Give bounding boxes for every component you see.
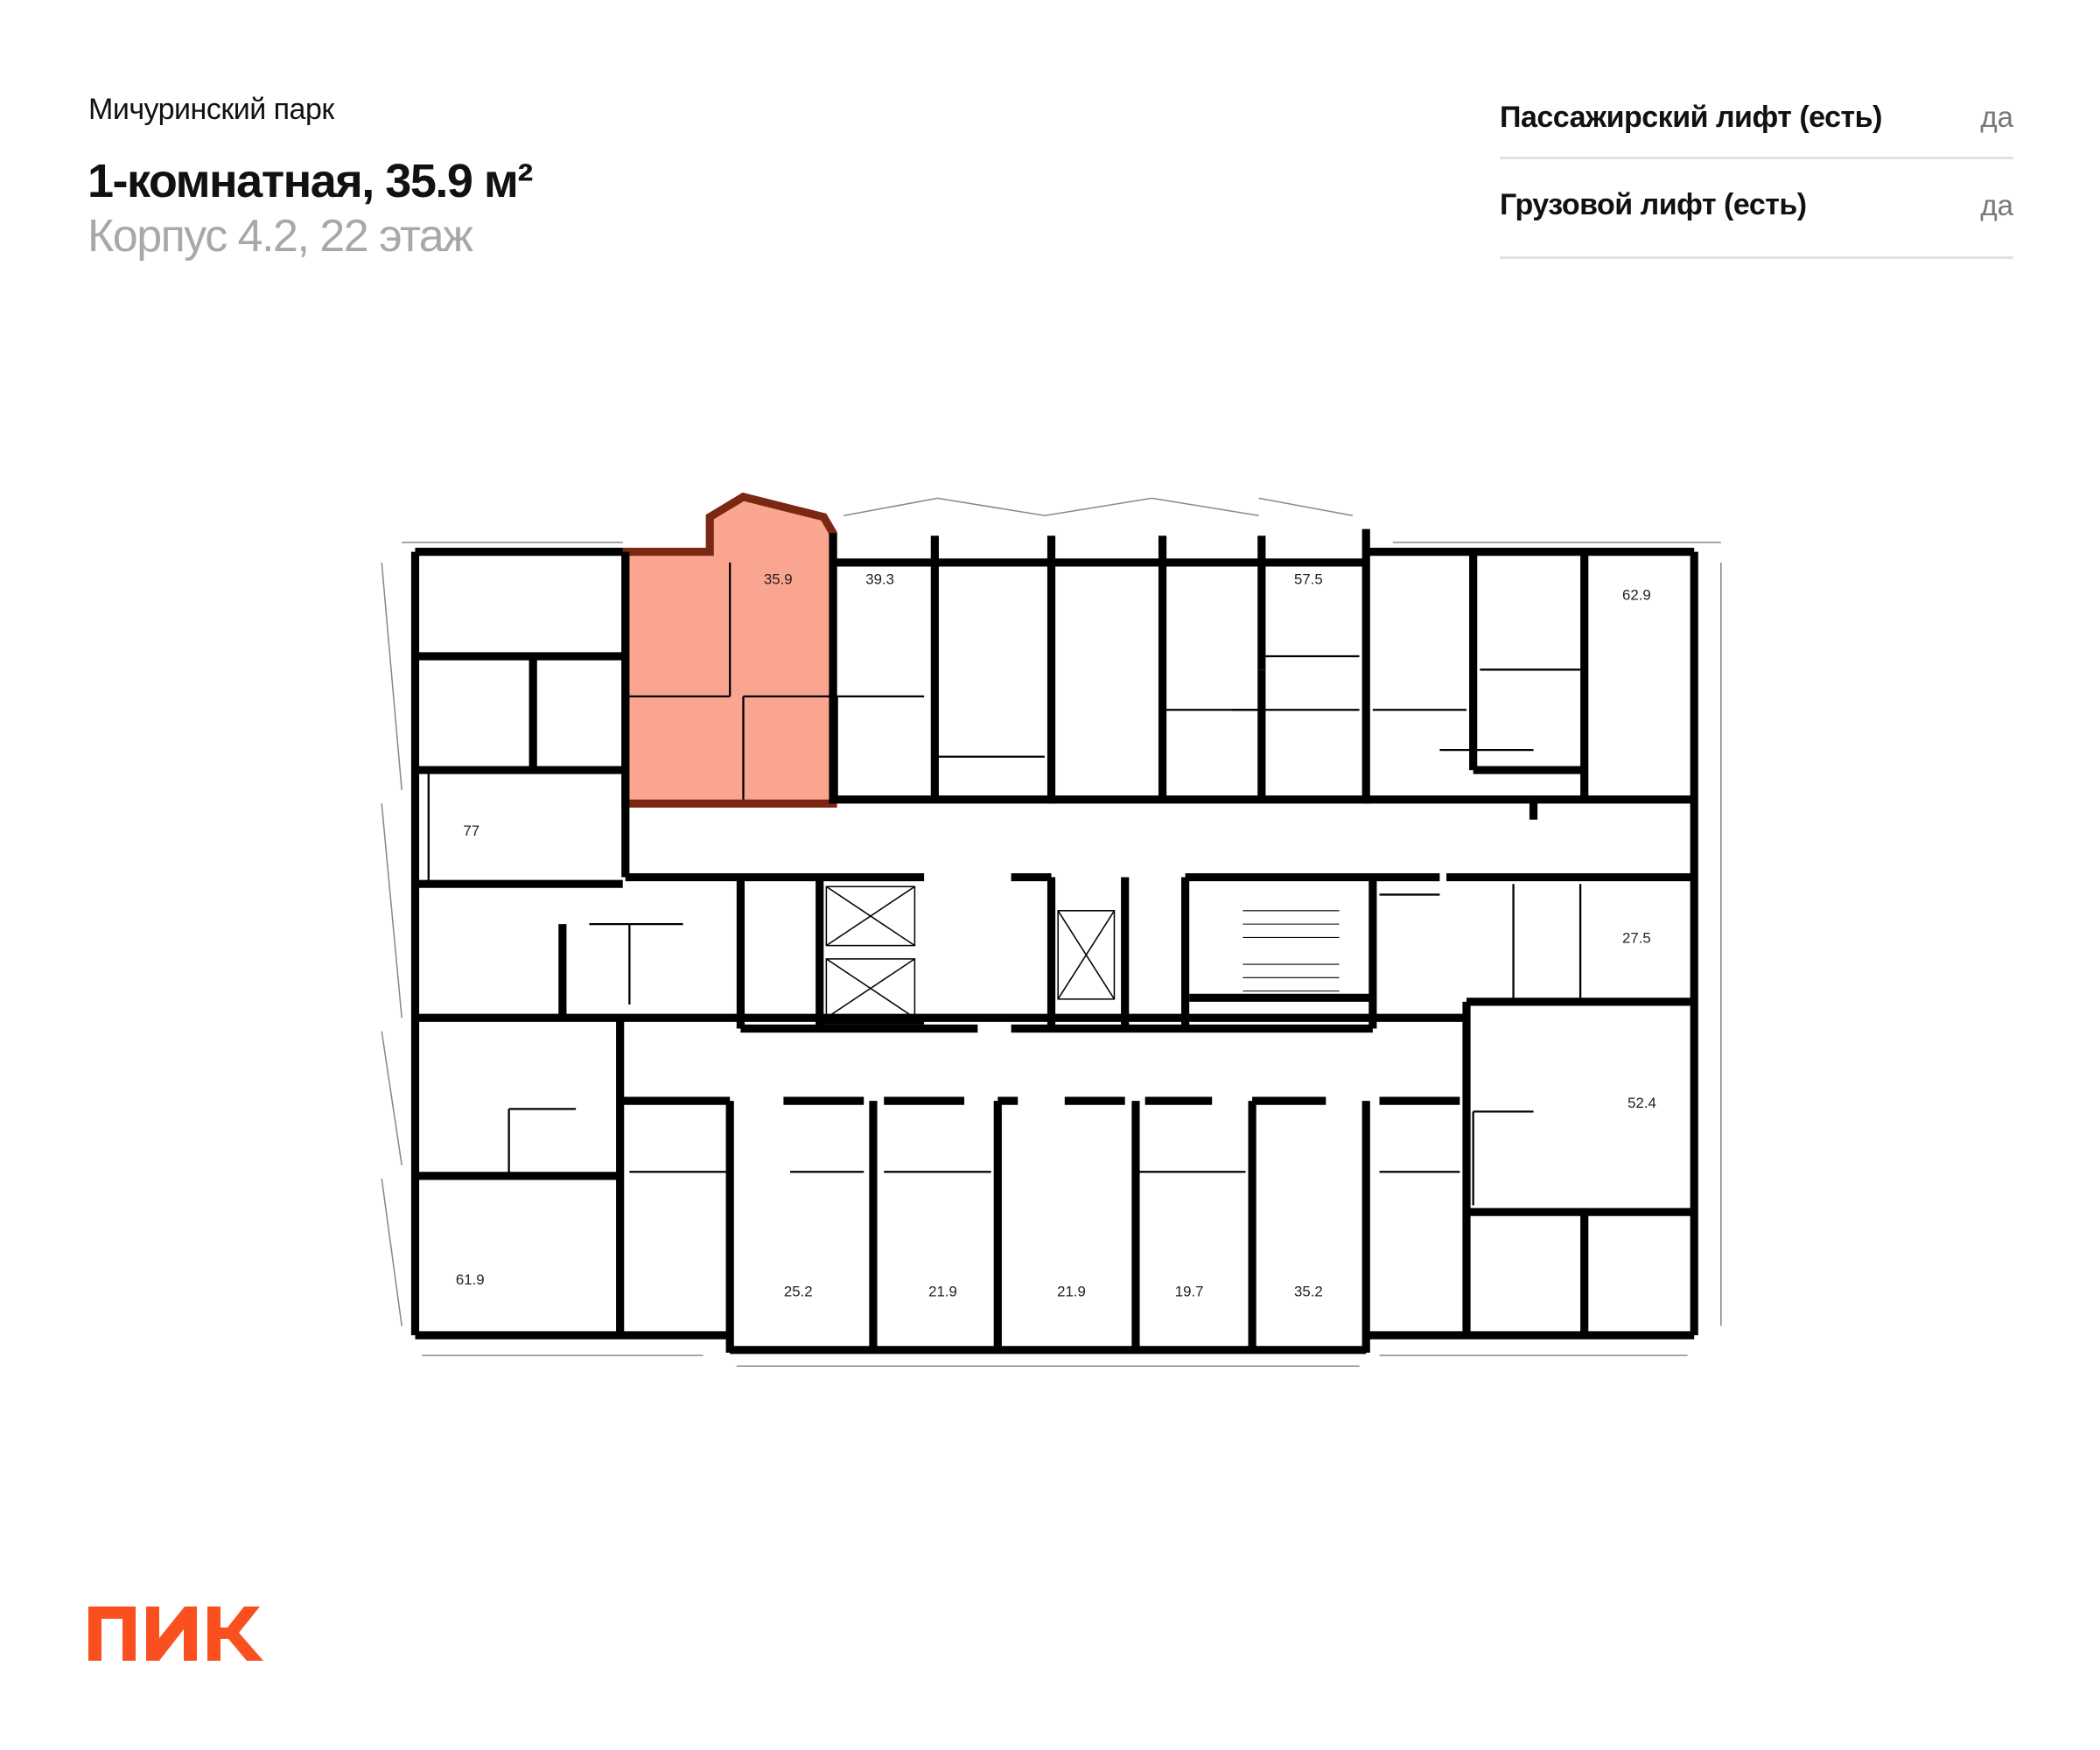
elevator-shafts xyxy=(825,886,1116,1019)
balcony-outline xyxy=(844,497,938,517)
unit-area-label: 19.7 xyxy=(1175,1284,1204,1300)
feature-passenger-lift: Пассажирский лифт (есть) да xyxy=(1500,83,2013,159)
feature-freight-lift: Грузовой лифт (есть) да xyxy=(1500,159,2013,259)
pik-logo xyxy=(88,1606,263,1661)
unit-area-label: 21.9 xyxy=(928,1284,957,1300)
balcony-outline xyxy=(381,803,402,1018)
unit-area-label: 35.9 xyxy=(764,570,793,587)
unit-area-label: 62.9 xyxy=(1622,587,1651,604)
unit-area-label: 27.5 xyxy=(1622,930,1651,947)
stairwell xyxy=(1242,910,1340,992)
unit-area-label: 52.4 xyxy=(1628,1095,1656,1111)
balconies xyxy=(381,497,1722,1367)
balcony-outline xyxy=(1258,497,1354,517)
unit-area-label: 61.9 xyxy=(456,1271,485,1288)
balcony-outline xyxy=(381,562,402,791)
balcony-outline xyxy=(1152,497,1259,517)
building-floor: Корпус 4.2, 22 этаж xyxy=(88,211,473,262)
feature-label: Пассажирский лифт (есть) xyxy=(1500,100,1882,134)
features-list: Пассажирский лифт (есть) да Грузовой лиф… xyxy=(1500,83,2013,259)
unit-area-label: 35.2 xyxy=(1294,1284,1323,1300)
unit-area-label: 77 xyxy=(463,822,480,839)
unit-area-label: 57.5 xyxy=(1294,570,1323,587)
balcony-outline xyxy=(1044,497,1152,517)
feature-value: да xyxy=(1980,101,2013,133)
project-name: Мичуринский парк xyxy=(88,93,334,126)
feature-value: да xyxy=(1980,188,2013,221)
feature-label: Грузовой лифт (есть) xyxy=(1500,188,1807,221)
balcony-outline xyxy=(381,1178,402,1326)
apartment-title: 1-комнатная, 35.9 м² xyxy=(88,155,533,207)
unit-area-label: 21.9 xyxy=(1057,1284,1086,1300)
balcony-outline xyxy=(937,497,1045,517)
walls xyxy=(410,528,1698,1354)
balcony-outline xyxy=(381,1031,402,1166)
unit-area-label: 25.2 xyxy=(784,1284,813,1300)
interior-partitions xyxy=(427,562,1582,1206)
unit-area-label: 39.3 xyxy=(865,570,894,587)
